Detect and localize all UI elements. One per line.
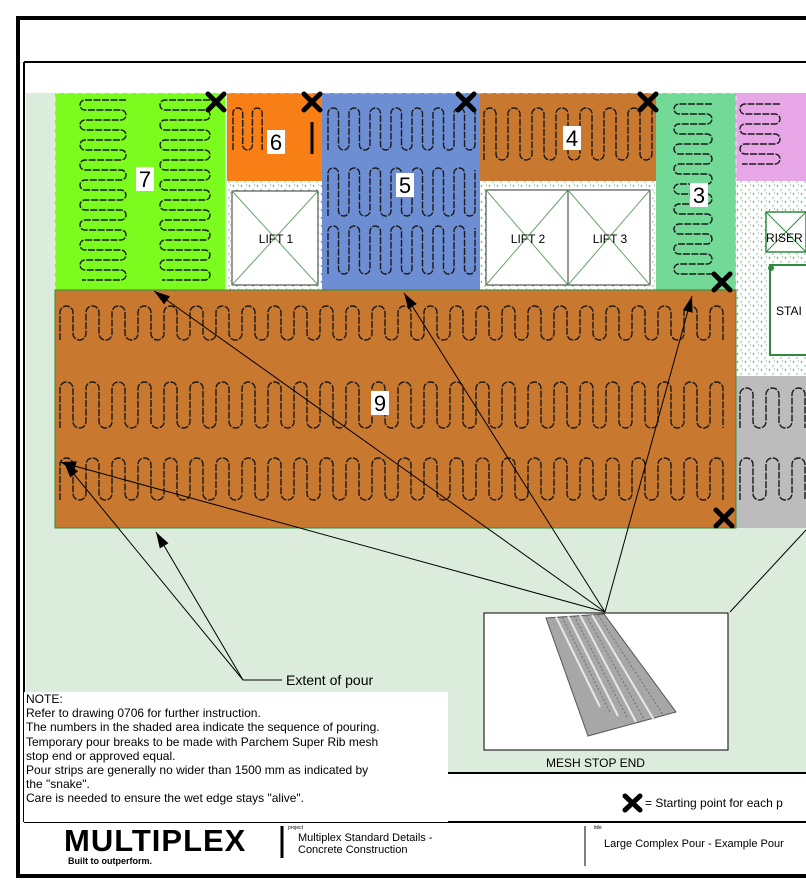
zone-7-label: 7 xyxy=(139,167,151,192)
arrow-extent-bottom xyxy=(155,531,244,681)
legend-start-marker xyxy=(622,793,643,813)
pour-zone-9 xyxy=(55,290,736,528)
note-line: Temporary pour breaks to be made with Pa… xyxy=(26,734,379,749)
mesh-stop-end-caption: MESH STOP END xyxy=(546,756,645,770)
start-point-marker xyxy=(637,91,659,113)
snake-zone-7-right xyxy=(159,99,211,281)
note-line: Pour strips are generally no wider than … xyxy=(26,763,369,778)
snake-zone-5-row1 xyxy=(327,107,476,151)
start-point-marker xyxy=(713,507,735,529)
project-value: Multiplex Standard Details - Concrete Co… xyxy=(298,832,433,856)
snake-zone-5-row2 xyxy=(327,167,476,217)
arrow-to-zone-3-head xyxy=(682,296,693,313)
arrow-to-zone-5 xyxy=(403,292,606,613)
snake-zone-3 xyxy=(673,103,713,275)
pour-snakes xyxy=(59,99,806,501)
zone-9-label: 9 xyxy=(374,391,386,416)
legend-text: = Starting point for each p xyxy=(645,796,783,810)
snake-zone-5-row3 xyxy=(327,225,476,275)
project-line-2: Concrete Construction xyxy=(298,844,408,856)
start-point-marker xyxy=(301,91,323,113)
note-line: The numbers in the shaded area indicate … xyxy=(26,720,380,735)
note-line: Care is needed to ensure the wet edge st… xyxy=(26,791,305,806)
arrow-extent-left-head xyxy=(64,462,79,478)
pour-zone-8 xyxy=(736,93,806,181)
lift-1-label: LIFT 1 xyxy=(259,232,294,246)
start-point-marker xyxy=(455,91,477,113)
snake-zone-9-row1 xyxy=(59,305,724,341)
start-markers xyxy=(205,91,735,529)
snake-zone-9-row3 xyxy=(59,457,724,501)
annotation-arrows xyxy=(59,290,806,681)
lift-3-label: LIFT 3 xyxy=(593,232,628,246)
extent-of-pour-label: Extent of pour xyxy=(286,672,374,688)
zone-5-label: 5 xyxy=(399,173,411,198)
multiplex-logo: MULTIPLEX xyxy=(64,823,247,858)
zone-3-label: 3 xyxy=(693,183,705,208)
arrow-to-zone-10 xyxy=(729,529,806,613)
note-line: Refer to drawing 0706 for further instru… xyxy=(26,706,261,721)
stair-box xyxy=(769,264,806,356)
snake-zone-10-row2 xyxy=(739,457,806,501)
snake-zone-7-left xyxy=(79,99,127,281)
drawing-title: Large Complex Pour - Example Pour xyxy=(604,838,784,850)
snake-zone-8 xyxy=(739,103,781,165)
title-block: MULTIPLEX Built to outperform. project M… xyxy=(24,822,806,868)
stair-label: STAI xyxy=(776,304,802,318)
arrow-to-zone-7-head xyxy=(154,291,170,305)
pour-zone-7 xyxy=(55,93,225,290)
riser-label: RISER xyxy=(766,231,803,245)
note-line: the "snake". xyxy=(26,777,90,792)
snake-zone-10-row1 xyxy=(739,387,806,429)
pour-zone-10 xyxy=(736,376,806,528)
mesh-sheet-picture xyxy=(545,613,677,737)
project-field-label: project xyxy=(288,825,304,831)
brand-tagline: Built to outperform. xyxy=(68,856,152,866)
project-line-1: Multiplex Standard Details - xyxy=(298,832,433,844)
zone-6-label: 6 xyxy=(270,130,282,155)
title-field-label: title xyxy=(594,825,602,831)
arrow-extent-left xyxy=(63,461,244,681)
zone-4-label: 4 xyxy=(566,126,578,151)
snake-zone-6 xyxy=(232,107,263,151)
note-line: stop end or approved equal. xyxy=(26,748,176,763)
start-point-marker xyxy=(205,91,227,113)
note-line: NOTE: xyxy=(26,692,63,706)
arrow-to-zone-9 xyxy=(59,461,606,613)
arrow-to-zone-7 xyxy=(153,290,606,613)
snake-zone-9-row2 xyxy=(59,381,724,429)
lift-2-label: LIFT 2 xyxy=(511,232,546,246)
arrow-to-zone-5-head xyxy=(404,293,417,310)
start-point-marker xyxy=(711,271,733,293)
arrow-extent-bottom-head xyxy=(156,532,169,549)
arrow-to-zone-3 xyxy=(604,295,693,613)
notes-panel: NOTE: Refer to drawing 0706 for further … xyxy=(24,692,448,822)
